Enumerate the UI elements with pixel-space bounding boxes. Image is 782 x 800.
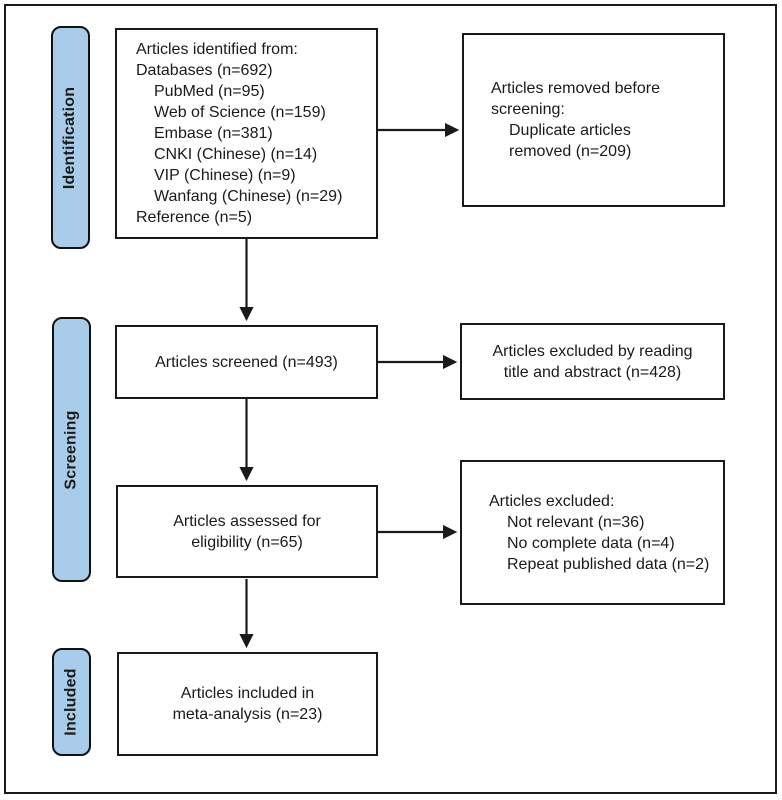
box-line: No complete data (n=4)	[507, 534, 675, 552]
stage-label-text: Identification	[61, 86, 79, 189]
box-articles-excluded-full-text: Articles excluded: Not relevant (n=36) N…	[460, 460, 725, 605]
box-line: title and abstract (n=428)	[503, 363, 682, 381]
box-line: VIP (Chinese) (n=9)	[154, 167, 296, 184]
stage-label-identification: Identification	[51, 26, 90, 249]
box-line: Wanfang (Chinese) (n=29)	[154, 188, 343, 205]
box-line: Articles excluded by reading	[492, 342, 693, 360]
box-line: Repeat published data (n=2)	[507, 555, 710, 573]
box-line: Articles excluded:	[489, 492, 615, 510]
stage-label-screening: Screening	[52, 317, 91, 582]
box-line: Not relevant (n=36)	[507, 513, 645, 531]
box-articles-assessed-eligibility: Articles assessed for eligibility (n=65)	[116, 485, 378, 578]
box-line: meta-analysis (n=23)	[172, 706, 323, 723]
box-line: removed (n=209)	[509, 143, 632, 160]
box-line: Articles identified from:	[136, 41, 298, 58]
box-line: CNKI (Chinese) (n=14)	[154, 146, 318, 163]
box-articles-identified: Articles identified from: Databases (n=6…	[115, 28, 378, 239]
stage-label-included: Included	[52, 648, 91, 756]
box-line: Databases (n=692)	[136, 62, 273, 79]
box-articles-included-meta-analysis: Articles included in meta-analysis (n=23…	[117, 652, 378, 756]
outer-frame	[4, 4, 777, 794]
box-line: Articles screened (n=493)	[155, 353, 338, 371]
box-line: Reference (n=5)	[136, 209, 253, 226]
box-articles-screened: Articles screened (n=493)	[115, 325, 378, 399]
box-line: Articles included in	[180, 685, 315, 702]
box-line: screening:	[491, 101, 565, 118]
box-line: Articles assessed for	[173, 512, 321, 530]
box-line: PubMed (n=95)	[154, 83, 265, 100]
box-line: Duplicate articles	[509, 122, 631, 139]
stage-label-text: Included	[62, 668, 80, 736]
box-articles-removed-before-screening: Articles removed before screening: Dupli…	[462, 33, 725, 207]
box-line: Embase (n=381)	[154, 125, 273, 142]
box-line: Articles removed before	[491, 80, 660, 97]
stage-label-text: Screening	[62, 409, 80, 490]
box-line: Web of Science (n=159)	[154, 104, 326, 121]
box-line: eligibility (n=65)	[191, 533, 303, 551]
box-articles-excluded-title-abstract: Articles excluded by reading title and a…	[460, 323, 725, 400]
